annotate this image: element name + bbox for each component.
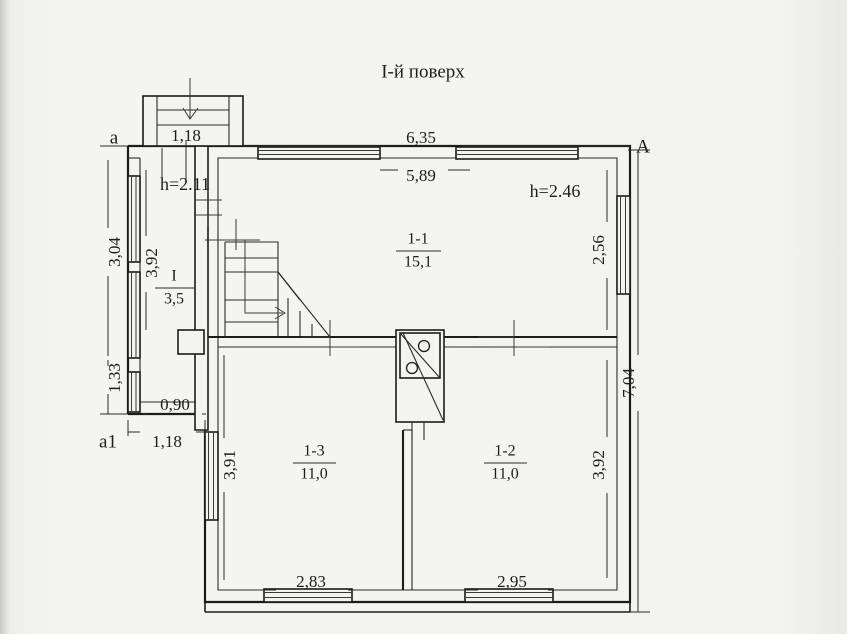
stove-burner-icon [417, 339, 431, 353]
entry-porch: 1,18 [142, 78, 244, 185]
room-label-1-3: 1-3 11,0 [293, 443, 336, 483]
dim-top-porch: 1,18 [171, 126, 201, 145]
bottom-wall-windows [263, 588, 554, 603]
dim-room13-left: 3,91 [220, 450, 239, 480]
room-labels: I 3,5 1-1 15,1 1-2 11,0 1-3 11,0 [155, 231, 527, 483]
doorway-marks [302, 320, 550, 356]
dim-right-outer: 7,04 [619, 368, 638, 398]
room-label-hall: I 3,5 [155, 268, 195, 308]
room-1-1-area: 15,1 [404, 254, 432, 271]
room-1-1-number: 1-1 [407, 231, 428, 248]
dim-right-upper: 2,56 [589, 235, 608, 265]
stove-burner-icon [405, 361, 419, 375]
room-hall-area: 3,5 [164, 291, 184, 308]
dim-top-outer: 6,35 [406, 128, 436, 147]
dim-top-inner: 5,89 [406, 166, 436, 185]
dim-right-lower: 3,92 [589, 450, 608, 480]
dim-left-outer-upper: 3,04 [105, 237, 124, 267]
flue-square [177, 329, 205, 355]
height-label-hall: h=2.11 [160, 174, 210, 194]
dim-bottom-left-axis: 1,18 [152, 432, 182, 451]
room-hall-number: I [171, 268, 176, 285]
room-1-3-number: 1-3 [303, 443, 324, 460]
axis-label-a: a [110, 127, 119, 148]
plan-title: I-й поверх [381, 61, 465, 82]
stair-up-direction-arrow [244, 240, 286, 320]
dim-hall-bottom: 0,90 [160, 395, 190, 414]
top-wall-windows [257, 146, 579, 160]
room-label-1-1: 1-1 15,1 [396, 231, 441, 271]
dim-bottom-r13: 2,83 [296, 572, 326, 591]
room-1-2-area: 11,0 [491, 466, 518, 483]
middle-wall [208, 320, 617, 356]
axis-label-a1: a1 [99, 431, 117, 452]
room-label-1-2: 1-2 11,0 [484, 443, 527, 483]
hall-door-opening [196, 190, 222, 226]
staircase [205, 219, 331, 338]
right-wall-window [616, 195, 631, 295]
room13-left-window [204, 431, 219, 521]
wall-structure [126, 144, 632, 604]
entrance-direction-arrow [182, 78, 199, 120]
height-label-main: h=2.46 [530, 181, 581, 201]
dim-bottom-r12: 2,95 [497, 572, 527, 591]
room-1-3-area: 11,0 [300, 466, 327, 483]
center-partition [401, 429, 413, 590]
dim-left-outer-lower: 1,33 [105, 363, 124, 393]
dim-left-inner: 3,92 [142, 248, 161, 278]
room-1-2-number: 1-2 [494, 443, 515, 460]
stove-block [395, 329, 445, 440]
axis-label-A: A [636, 136, 650, 157]
dimension-annotations: 6,35 5,89 3,04 1,33 3,92 0,90 1,18 2,56 [100, 128, 650, 613]
left-wall-windows [127, 175, 141, 413]
